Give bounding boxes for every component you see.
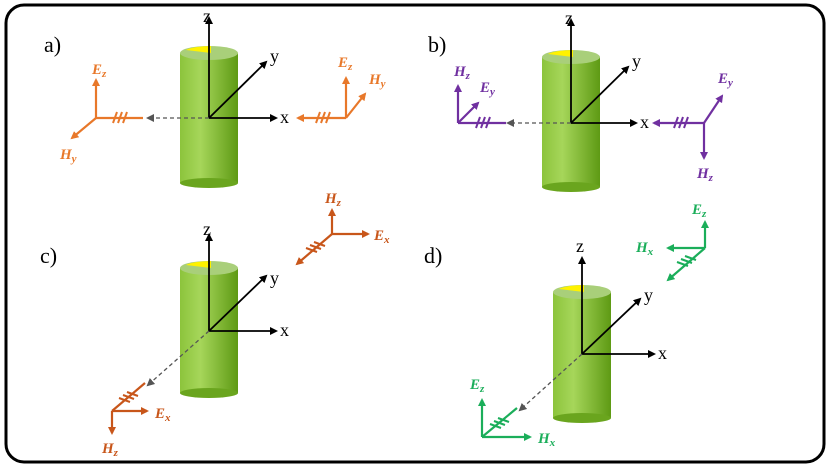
e-subscript: z <box>101 68 107 80</box>
svg-text:Hy: Hy <box>59 147 77 165</box>
h-symbol: H <box>368 72 382 88</box>
svg-text:Hy: Hy <box>368 72 386 90</box>
svg-text:Hx: Hx <box>537 431 556 449</box>
y-axis-c <box>208 274 268 332</box>
e-subscript: x <box>383 234 390 246</box>
h-subscript: z <box>113 447 119 459</box>
field-triad-c-upper: Hz Ex <box>295 191 390 266</box>
z-label-d: z <box>576 236 584 256</box>
e-symbol: E <box>91 62 102 78</box>
h-subscript: x <box>549 437 556 449</box>
y-label-c: y <box>270 268 279 288</box>
h-subscript: x <box>647 246 654 258</box>
e-subscript: y <box>726 77 733 89</box>
z-label-c: z <box>203 219 211 239</box>
y-axis-b <box>570 65 630 124</box>
z-label-a: z <box>203 6 211 26</box>
panel-b-label: b) <box>428 32 446 57</box>
y-axis-a <box>208 60 268 119</box>
e-symbol: E <box>337 55 348 71</box>
svg-text:Ez: Ez <box>469 377 485 395</box>
panel-c: c) z x y Hz Ex Ex Hz <box>40 191 390 459</box>
x-label-c: x <box>280 320 289 340</box>
svg-text:Hz: Hz <box>453 64 471 82</box>
panel-a-label: a) <box>44 32 61 57</box>
svg-text:Hz: Hz <box>696 166 714 184</box>
h-symbol: H <box>101 441 115 457</box>
svg-text:Ez: Ez <box>337 55 353 73</box>
e-symbol: E <box>373 228 384 244</box>
panel-d: d) z x y Ez Hx Ez Hx <box>424 202 709 449</box>
field-triad-a-left: Ez Hy <box>59 62 143 165</box>
field-triad-d-lower: Ez Hx <box>469 377 556 449</box>
h-symbol: H <box>635 240 649 256</box>
y-label-a: y <box>270 46 279 66</box>
outer-border <box>4 3 826 464</box>
panel-a: a) z x y Ez Hy Ez <box>44 6 386 188</box>
field-triad-c-lower: Ex Hz <box>101 382 171 459</box>
svg-text:Ey: Ey <box>479 80 495 98</box>
e-subscript: x <box>164 412 171 424</box>
svg-text:Ez: Ez <box>691 202 707 220</box>
h-subscript: y <box>70 153 77 165</box>
svg-text:Ex: Ex <box>373 228 390 246</box>
e-subscript: z <box>479 383 485 395</box>
panel-c-label: c) <box>40 243 57 268</box>
h-subscript: z <box>465 70 471 82</box>
h-symbol: H <box>696 166 710 182</box>
x-label-b: x <box>640 112 649 132</box>
e-symbol: E <box>154 406 165 422</box>
field-triad-b-right: Ey Hz <box>652 71 733 184</box>
svg-text:Ez: Ez <box>91 62 107 80</box>
e-symbol: E <box>479 80 490 96</box>
e-symbol: E <box>691 202 702 218</box>
field-triad-b-left: Hz Ey <box>453 64 506 129</box>
h-subscript: y <box>379 78 386 90</box>
e-subscript: z <box>347 61 353 73</box>
e-symbol: E <box>469 377 480 393</box>
x-label-d: x <box>658 343 667 363</box>
e-symbol: E <box>717 71 728 87</box>
field-triad-d-upper: Ez Hx <box>635 202 709 282</box>
y-label-b: y <box>632 51 641 71</box>
panel-b: b) z x y Hz Ey Ey Hz <box>428 8 733 192</box>
svg-text:Hz: Hz <box>324 191 342 209</box>
field-triad-a-right: Ez Hy <box>296 55 386 124</box>
svg-text:Ex: Ex <box>154 406 171 424</box>
svg-text:Hx: Hx <box>635 240 654 258</box>
h-symbol: H <box>324 191 338 207</box>
h-symbol: H <box>453 64 467 80</box>
h-subscript: z <box>708 172 714 184</box>
e-subscript: y <box>488 86 495 98</box>
h-symbol: H <box>59 147 73 163</box>
svg-text:Ey: Ey <box>717 71 733 89</box>
x-label-a: x <box>280 107 289 127</box>
y-label-d: y <box>644 285 653 305</box>
y-axis-d <box>581 297 642 355</box>
z-label-b: z <box>565 8 573 28</box>
panel-d-label: d) <box>424 243 442 268</box>
svg-text:Hz: Hz <box>101 441 119 459</box>
e-subscript: z <box>701 208 707 220</box>
h-subscript: z <box>336 197 342 209</box>
h-symbol: H <box>537 431 551 447</box>
